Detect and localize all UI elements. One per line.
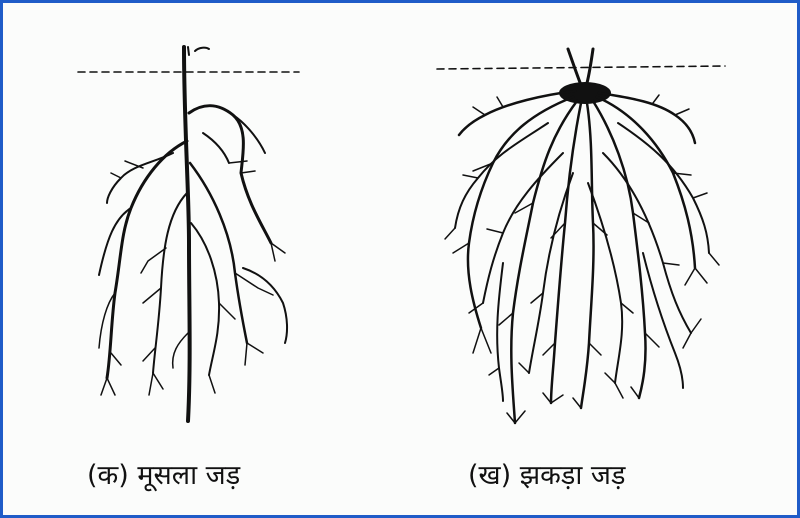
fibrous-root-caption: (ख) झकड़ा जड़ <box>468 455 625 492</box>
fibrous-soil-line <box>437 66 725 69</box>
taproot-drawing <box>78 47 299 421</box>
taproot-main-root <box>184 47 190 421</box>
taproot-branch-right <box>189 106 271 243</box>
roots-illustration <box>3 3 797 515</box>
fibrous-root-drawing <box>437 49 725 423</box>
taproot-caption: (क) मूसला जड़ <box>87 455 240 492</box>
